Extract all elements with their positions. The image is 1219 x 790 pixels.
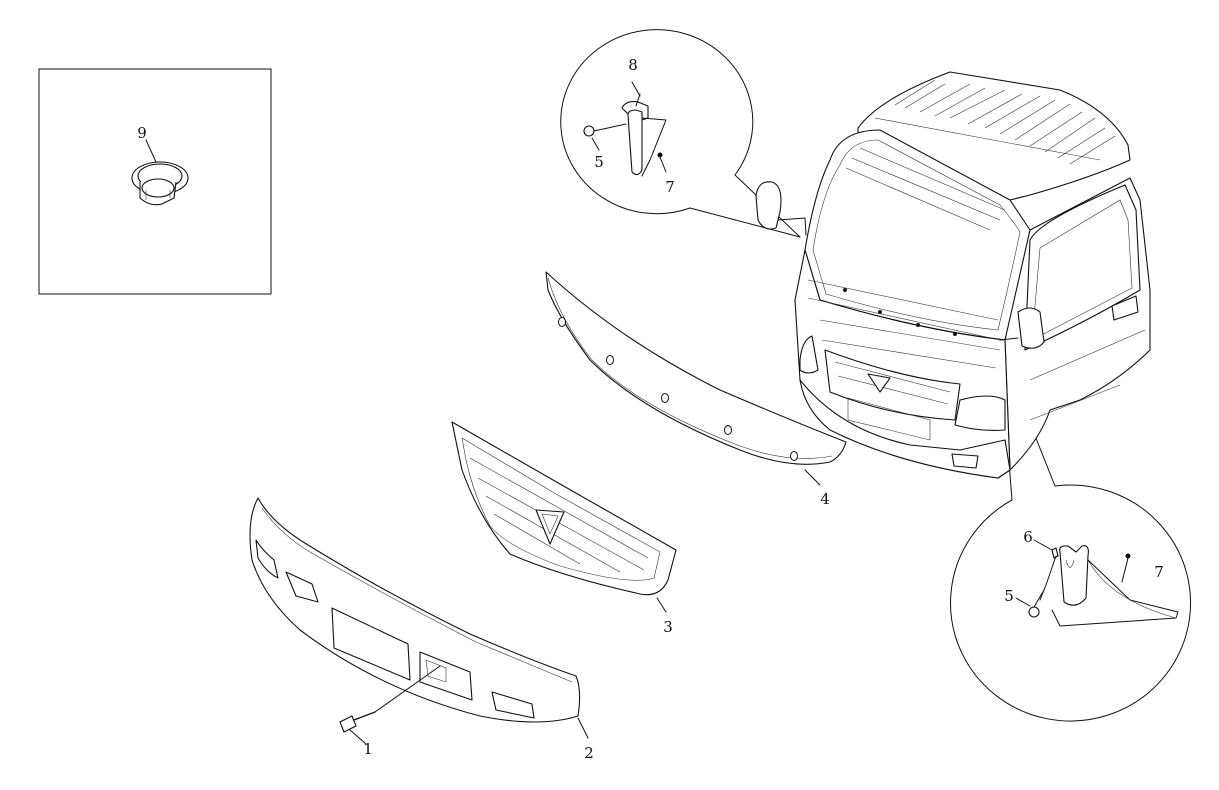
truck-cab xyxy=(755,71,1151,479)
part-bolt xyxy=(339,665,441,745)
part-upper-garnish-panel xyxy=(545,271,847,486)
label-1: 1 xyxy=(363,740,373,758)
label-6: 6 xyxy=(1023,528,1033,546)
label-9: 9 xyxy=(137,124,147,142)
label-5a: 5 xyxy=(594,153,604,171)
label-7a: 7 xyxy=(665,178,675,196)
label-8: 8 xyxy=(628,56,638,74)
label-4: 4 xyxy=(820,490,830,508)
part-front-bumper xyxy=(249,497,589,739)
label-2: 2 xyxy=(584,744,594,762)
part-front-grille xyxy=(451,421,677,613)
clip-fastener xyxy=(131,161,189,206)
label-5b: 5 xyxy=(1004,587,1014,605)
label-7b: 7 xyxy=(1154,563,1164,581)
inset-box-clip xyxy=(38,68,272,295)
label-3: 3 xyxy=(663,618,673,636)
detail-circle-upper xyxy=(560,29,801,238)
